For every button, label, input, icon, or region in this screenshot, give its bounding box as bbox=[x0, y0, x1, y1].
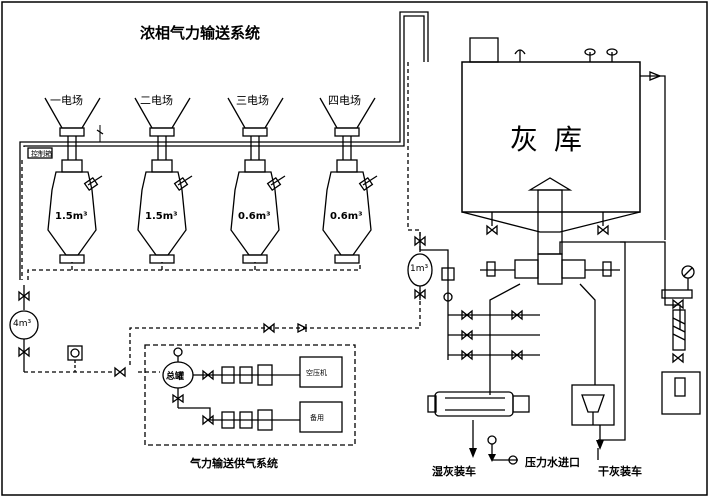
ash-silo bbox=[461, 37, 641, 255]
left-tank-label: 4m³ bbox=[13, 319, 32, 329]
check-valve-silo bbox=[649, 71, 662, 81]
hopper-3 bbox=[227, 97, 284, 137]
vessel-2 bbox=[137, 136, 193, 264]
diagram-title: 浓相气力输送系统 bbox=[140, 24, 261, 42]
dry-loading-label: 干灰装车 bbox=[598, 465, 642, 478]
vessel-3 bbox=[230, 136, 286, 264]
supply-system-box bbox=[144, 344, 356, 446]
silo-label: 灰库 bbox=[510, 123, 599, 156]
vessel-4 bbox=[322, 136, 378, 264]
valve-supply-1 bbox=[263, 322, 275, 334]
check-valve-supply bbox=[297, 322, 308, 334]
valve-silo-right bbox=[597, 224, 609, 236]
field-label-3: 三电场 bbox=[236, 94, 269, 107]
dry-return bbox=[598, 241, 626, 441]
supply-train-lower bbox=[178, 407, 300, 431]
field-label-1: 一电场 bbox=[50, 94, 83, 107]
water-inlet bbox=[487, 435, 518, 465]
conveying-pipe bbox=[19, 11, 429, 280]
hopper-1 bbox=[44, 97, 101, 137]
supply-train-upper bbox=[193, 364, 300, 386]
right-instruments bbox=[661, 265, 701, 415]
control-box-label: 控制箱 bbox=[31, 150, 52, 158]
water-inlet-label: 压力水进口 bbox=[525, 456, 580, 469]
silo-return-pipe bbox=[640, 75, 666, 240]
vessel-volume-4: 0.6m³ bbox=[330, 211, 363, 222]
pressure-gauge-box bbox=[67, 345, 83, 361]
discharge-unit bbox=[480, 253, 620, 395]
air-tank-mid bbox=[407, 232, 455, 360]
supply-system-title: 气力输送供气系统 bbox=[190, 457, 278, 470]
valve-silo-left bbox=[486, 224, 498, 236]
vessel-volume-1: 1.5m³ bbox=[55, 211, 88, 222]
vessel-1 bbox=[47, 136, 103, 264]
wet-loading-label: 湿灰装车 bbox=[432, 465, 476, 478]
air-tank-left bbox=[9, 285, 39, 372]
standby-label: 备用 bbox=[310, 414, 324, 422]
dry-chute bbox=[571, 384, 615, 450]
hopper-2 bbox=[134, 97, 191, 137]
wet-mixer bbox=[427, 391, 530, 417]
vessel-volume-3: 0.6m³ bbox=[238, 211, 271, 222]
standby-compressor-box bbox=[299, 401, 343, 433]
dry-line bbox=[559, 241, 681, 330]
valve-main-supply bbox=[114, 366, 126, 378]
mid-tank-label: 1m³ bbox=[410, 264, 429, 274]
field-label-2: 二电场 bbox=[140, 94, 173, 107]
vessel-volume-2: 1.5m³ bbox=[145, 211, 178, 222]
compressor-label: 空压机 bbox=[306, 369, 327, 377]
compressor-box bbox=[299, 356, 343, 388]
hopper-4 bbox=[319, 97, 376, 137]
wet-branch-valves bbox=[448, 309, 540, 361]
control-box bbox=[27, 147, 53, 159]
main-tank-label: 总罐 bbox=[166, 372, 185, 382]
field-label-4: 四电场 bbox=[328, 94, 361, 107]
air-line-vessels bbox=[21, 160, 361, 280]
